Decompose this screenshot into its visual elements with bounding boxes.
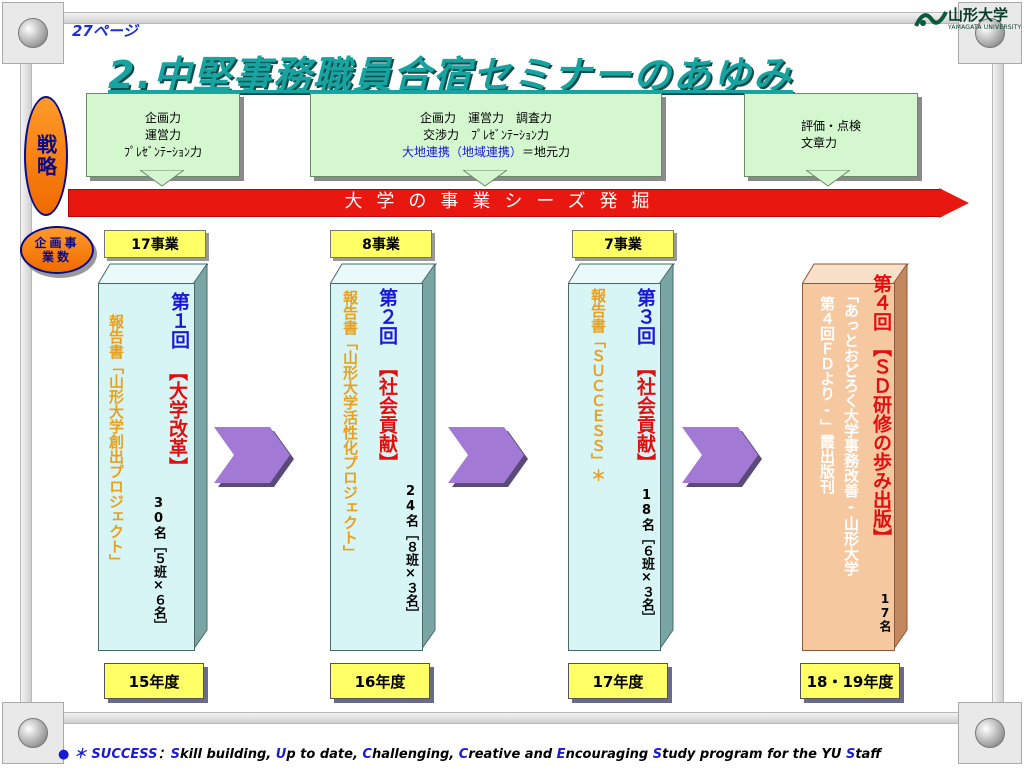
- footnote-initial: E: [556, 747, 566, 762]
- footnote-initial: S: [845, 747, 856, 762]
- session-1-count: 30名［５班×６名］: [151, 496, 166, 632]
- skill-box-1: 企画力 運営力 ﾌﾟﾚｾﾞﾝﾃｰｼｮﾝ力: [86, 93, 240, 177]
- flow-arrow-1-icon: [214, 427, 294, 487]
- session-4-count: 17名: [878, 592, 892, 632]
- session-4-theme: 【ＳＤ研修の歩み出版】: [870, 338, 892, 547]
- flow-arrow-3-icon: [682, 427, 762, 487]
- project-flag-3: 7事業: [572, 230, 674, 258]
- logo-subtitle: YAMAGATA UNIVERSITY: [948, 24, 1022, 31]
- footnote-word: tudy program for the YU: [662, 747, 846, 762]
- session-1-column-side: [193, 264, 208, 651]
- session-3-column-side: [659, 264, 674, 651]
- skill-box-2-pointer-icon: [463, 170, 507, 187]
- session-1-column: 第１回 【大学改革】 30名［５班×６名］ 報告書「山形大学創出プロジェクト」: [98, 283, 195, 651]
- footnote-word: hallenging,: [371, 747, 459, 762]
- session-4-column-side: [893, 264, 908, 651]
- skill-line-highlight: 大地連携（地域連携）: [401, 144, 522, 159]
- project-count-oval: 企画事業数: [20, 226, 94, 274]
- skill-line: 評価・点検: [800, 119, 861, 133]
- footnote-initial: SUCCESS: [91, 747, 158, 762]
- banner-bar: [68, 189, 942, 217]
- session-2-heading: 第２回: [376, 288, 398, 345]
- session-1-heading: 第１回: [168, 292, 190, 349]
- corner-knob-icon: [18, 718, 48, 748]
- session-2-report: 報告書「山形大学活性化プロジェクト」: [341, 290, 359, 560]
- strategy-label: 戦略: [33, 134, 58, 178]
- footnote: ● ＊ SUCCESS：Skill building, Up to date, …: [58, 743, 881, 762]
- footnote-word: reative and: [468, 747, 557, 762]
- session-3-theme: 【社会貢献】: [634, 358, 656, 472]
- footnote-initial: C: [362, 747, 372, 762]
- session-2-theme: 【社会貢献】: [376, 358, 398, 472]
- footnote-initial: U: [275, 747, 287, 762]
- session-3-count: 18名［６班×３名］: [639, 488, 654, 624]
- page-reference: 27ページ: [72, 22, 138, 40]
- flow-arrow-2-icon: [448, 427, 528, 487]
- footnote-initial: S: [652, 747, 663, 762]
- footnote-word: ：: [157, 747, 171, 762]
- session-4-report-b: 第４回ＦＤより-」霞出版刊: [818, 296, 836, 494]
- session-1-report: 報告書「山形大学創出プロジェクト」: [107, 314, 125, 569]
- year-label-3: 17年度: [568, 663, 668, 699]
- footnote-text: SUCCESS：Skill building, Up to date, Chal…: [91, 747, 881, 762]
- skill-line: 交渉力 ﾌﾟﾚｾﾞﾝﾃｰｼｮﾝ力: [422, 127, 549, 142]
- session-4-report-a: 「あっとおどろく大学事務改善-山形大学: [842, 288, 860, 576]
- corner-knob-icon: [975, 18, 1005, 48]
- strategy-oval: 戦略: [24, 96, 68, 216]
- corner-top-right: [958, 2, 1022, 64]
- session-3-report: 報告書「ＳＵＣＣＥＳＳ」＊: [589, 288, 607, 483]
- session-2-count: 24名［８班×３名］: [403, 484, 418, 620]
- skill-line: 企画力: [144, 110, 181, 125]
- corner-knob-icon: [975, 718, 1005, 748]
- skill-line: 文章力: [800, 136, 837, 150]
- logo-name: 山形大学: [948, 6, 1009, 24]
- footnote-initial: S: [170, 747, 180, 762]
- corner-bottom-right: [958, 702, 1022, 764]
- banner-text: 大学の事業シーズ発掘: [344, 191, 664, 212]
- frame-right: [992, 62, 1004, 704]
- session-1-theme: 【大学改革】: [166, 362, 188, 476]
- project-flag-2: 8事業: [330, 230, 432, 258]
- skill-box-2: 企画力 運営力 調査力 交渉力 ﾌﾟﾚｾﾞﾝﾃｰｼｮﾝ力 大地連携（地域連携）＝…: [310, 93, 662, 177]
- footnote-word: ncouraging: [565, 747, 653, 762]
- year-label-4: 18・19年度: [800, 663, 900, 699]
- footnote-word: taff: [855, 747, 882, 762]
- footnote-initial: C: [458, 747, 469, 762]
- frame-top: [62, 12, 962, 24]
- university-logo-icon: [914, 11, 948, 27]
- skill-line: 企画力 運営力 調査力: [419, 110, 552, 125]
- session-2-column-side: [421, 264, 436, 651]
- session-4-column: 第４回 【ＳＤ研修の歩み出版】 17名 「あっとおどろく大学事務改善-山形大学 …: [802, 274, 895, 651]
- year-label-2: 16年度: [330, 663, 430, 699]
- corner-top-left: [2, 2, 64, 64]
- skill-box-1-pointer-icon: [140, 170, 184, 187]
- skill-line: ＝地元力: [522, 144, 571, 159]
- project-count-label: 企画事業数: [34, 236, 80, 264]
- footnote-word: p to date,: [286, 747, 363, 762]
- corner-knob-icon: [18, 18, 48, 48]
- frame-bottom: [62, 712, 962, 724]
- session-3-column: 第３回 【社会貢献】 18名［６班×３名］ 報告書「ＳＵＣＣＥＳＳ」＊: [568, 283, 661, 651]
- skill-line: ﾌﾟﾚｾﾞﾝﾃｰｼｮﾝ力: [123, 144, 202, 159]
- skill-line: 運営力: [144, 127, 181, 142]
- corner-bottom-left: [2, 702, 64, 764]
- session-4-heading: 第４回: [870, 274, 892, 331]
- skill-box-3: 評価・点検 文章力: [744, 93, 918, 177]
- session-3-heading: 第３回: [634, 288, 656, 345]
- footnote-word: kill building,: [179, 747, 276, 762]
- year-label-1: 15年度: [104, 663, 204, 699]
- project-flag-1: 17事業: [104, 230, 206, 258]
- banner-arrow-icon: [939, 188, 969, 218]
- skill-box-3-pointer-icon: [806, 170, 850, 187]
- page-title: 2.中堅事務職員合宿セミナーのあゆみ: [108, 53, 793, 97]
- footnote-bullet: ● ＊: [58, 747, 87, 762]
- session-2-column: 第２回 【社会貢献】 24名［８班×３名］ 報告書「山形大学活性化プロジェクト」: [330, 283, 423, 651]
